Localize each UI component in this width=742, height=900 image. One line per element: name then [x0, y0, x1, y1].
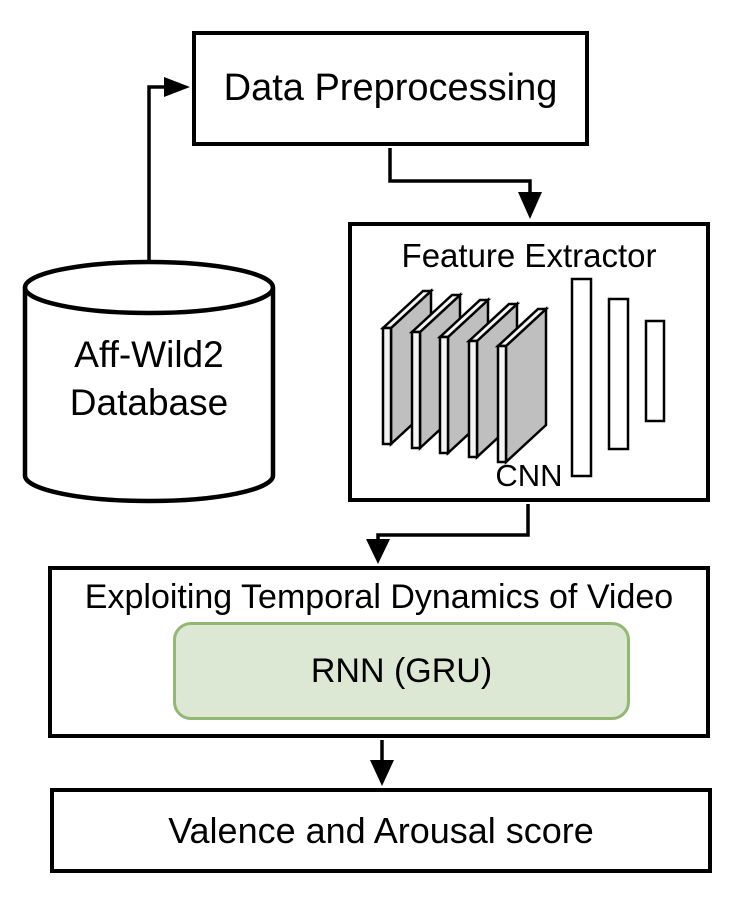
box-output-score: Valence and Arousal score: [50, 788, 712, 873]
rnn-gru-label: RNN (GRU): [310, 651, 493, 690]
rnn-gru-box: RNN (GRU): [173, 622, 630, 720]
arrow-preprocessing-to-feature-extractor: [388, 148, 542, 219]
box-temporal-dynamics: Exploiting Temporal Dynamics of Video: [48, 566, 710, 738]
arrow-temporal-to-output: [370, 740, 394, 786]
database-label-line1: Aff-Wild2: [74, 334, 224, 375]
arrow-feature-extractor-to-temporal: [366, 504, 530, 564]
box-data-preprocessing: Data Preprocessing: [192, 31, 589, 146]
data-preprocessing-label: Data Preprocessing: [223, 67, 558, 109]
output-score-label: Valence and Arousal score: [168, 809, 594, 851]
feature-extractor-title: Feature Extractor: [401, 237, 657, 274]
cnn-label: CNN: [495, 458, 563, 493]
temporal-dynamics-title: Exploiting Temporal Dynamics of Video: [84, 578, 674, 616]
box-feature-extractor: Feature Extractor CNN: [348, 222, 710, 502]
database-label-line2: Database: [69, 382, 229, 423]
arrow-database-to-preprocessing: [147, 77, 190, 261]
database-label: Aff-Wild2 Database: [25, 331, 273, 427]
